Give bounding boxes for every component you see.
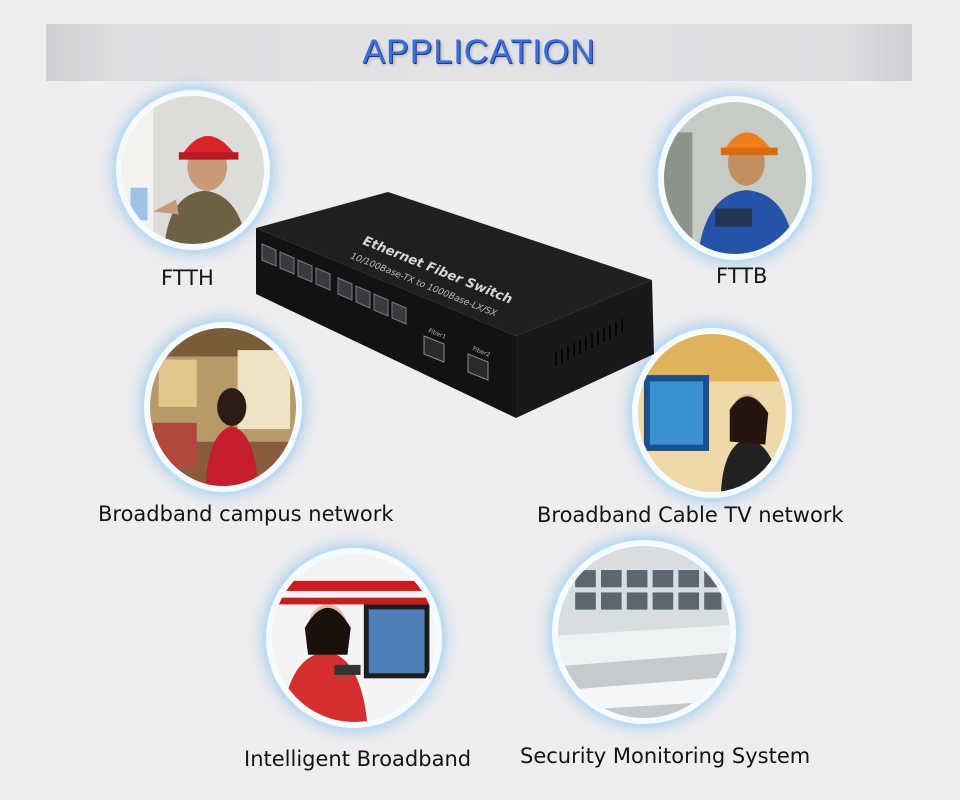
campus-photo — [144, 322, 302, 492]
cabletv-photo — [632, 328, 792, 498]
application-banner: APPLICATION — [46, 24, 912, 81]
banner-title: APPLICATION — [362, 33, 596, 71]
rj45-ports — [261, 243, 407, 325]
security-monitoring-label: Security Monitoring System — [520, 744, 811, 768]
switch-top-face — [256, 192, 652, 336]
cabletv-label: Broadband Cable TV network — [537, 503, 844, 527]
security-monitoring-photo — [552, 540, 736, 724]
fiber-port-1 — [423, 335, 445, 363]
fttb-label: FTTB — [716, 264, 768, 288]
intelligent-broadband-label: Intelligent Broadband — [244, 747, 472, 771]
vent-slots — [555, 319, 623, 366]
fiber-port-2 — [467, 353, 489, 381]
intelligent-broadband-photo — [266, 548, 442, 728]
fiber-switch-device: Fiber1 Fiber2 Ethernet Fiber Switch 10/1… — [256, 192, 654, 418]
campus-label: Broadband campus network — [98, 502, 394, 526]
ftth-label: FTTH — [161, 266, 214, 290]
fttb-photo — [658, 96, 812, 260]
